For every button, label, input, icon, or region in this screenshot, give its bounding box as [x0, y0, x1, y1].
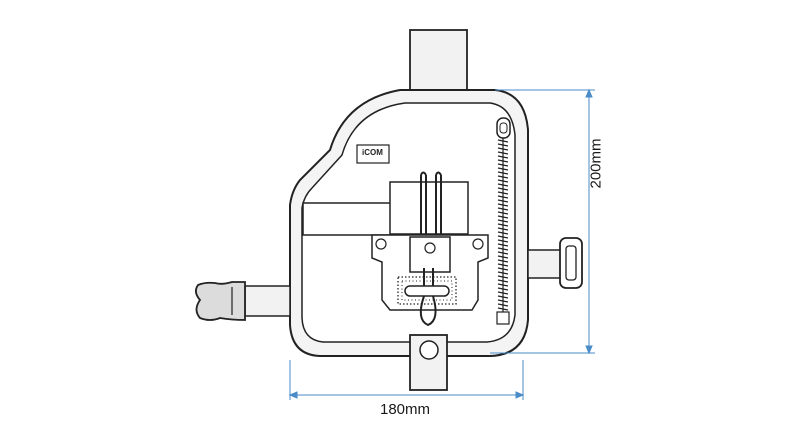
antenna-tip [420, 171, 442, 176]
bracket-screw-left [375, 238, 387, 250]
d-ring-icon [559, 237, 583, 289]
left-strap [244, 285, 291, 317]
height-dimension [490, 88, 595, 355]
zipper-icon [496, 117, 511, 325]
lanyard-pill [404, 285, 450, 297]
clip-screw [424, 242, 436, 254]
velcro-pattern [401, 280, 453, 301]
side-pocket [302, 202, 392, 236]
antenna-loop [420, 175, 442, 236]
lanyard-cord-top [423, 268, 434, 286]
lanyard-cord [419, 295, 437, 327]
brand-logo [356, 144, 390, 164]
top-strap [409, 29, 468, 91]
buckle-icon [195, 281, 246, 321]
width-dimension [288, 360, 525, 400]
center-clip [409, 236, 451, 273]
height-dimension-label: 200mm [587, 138, 605, 189]
width-dimension-label: 180mm [380, 401, 431, 418]
bracket-screw-right [472, 238, 484, 250]
radio-top [389, 181, 469, 235]
brand-label: iCOM [362, 148, 383, 157]
belt-clip-icon [419, 340, 439, 360]
